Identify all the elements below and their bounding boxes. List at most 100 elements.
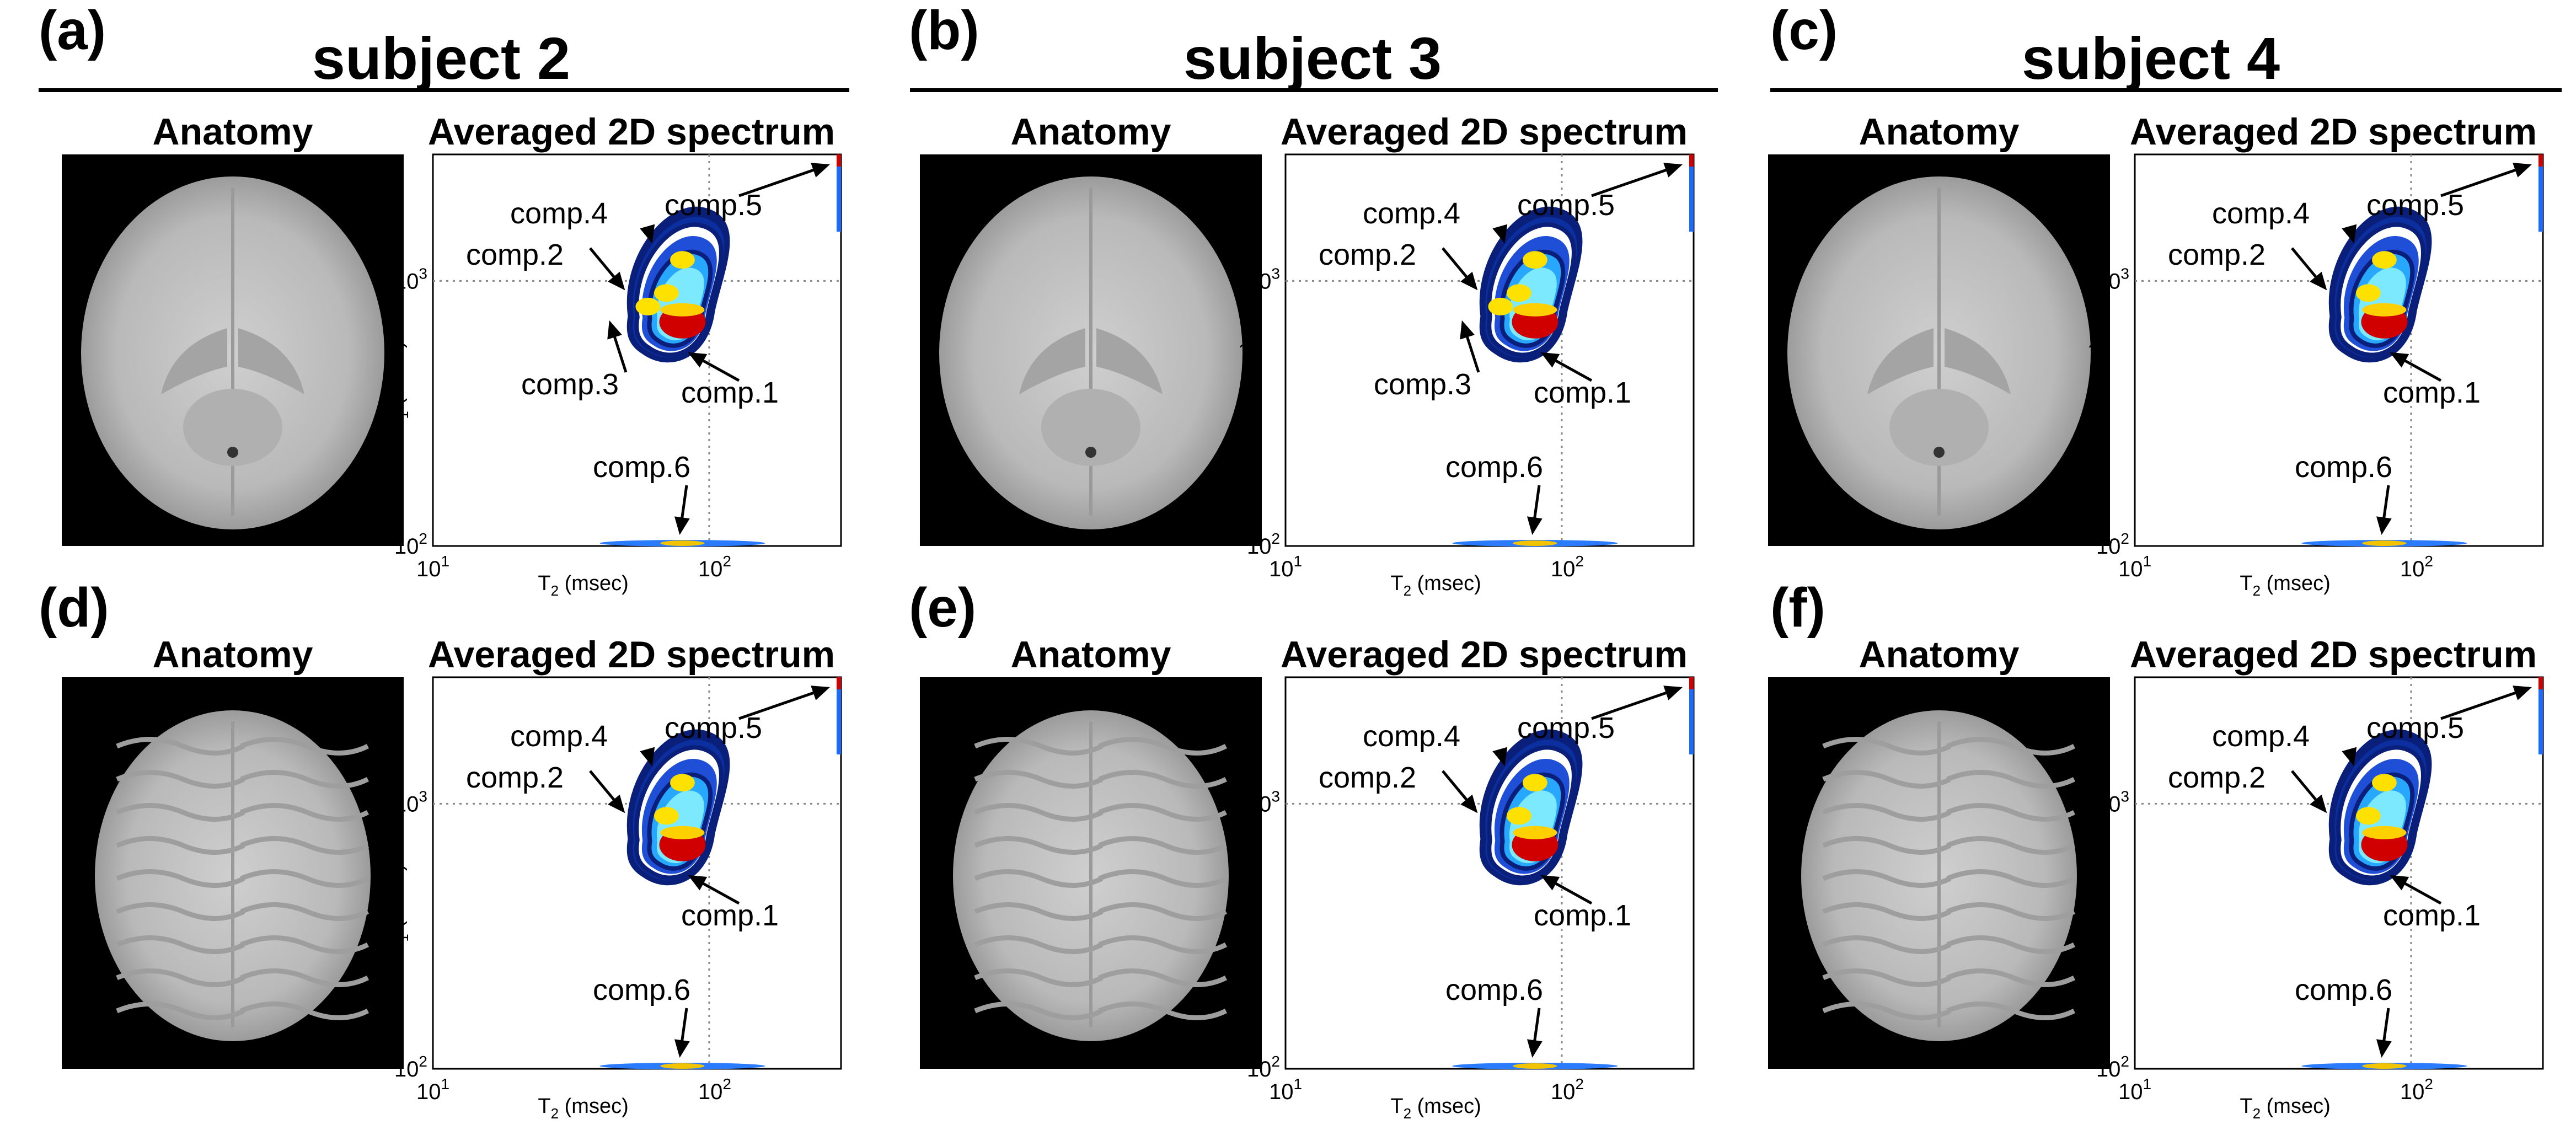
peak-comp4 <box>670 251 695 269</box>
y-tick-100: 102 <box>394 1053 427 1081</box>
spectrum-header: Averaged 2D spectrum <box>2121 636 2546 673</box>
label-comp4: comp.4 <box>2212 720 2310 753</box>
y-tick-100: 102 <box>1247 530 1280 559</box>
label-comp6: comp.6 <box>2295 973 2392 1006</box>
x-tick-100: 102 <box>1551 553 1584 581</box>
peak-comp6-core <box>660 540 704 546</box>
peak-comp5-core <box>1689 154 1694 167</box>
anatomy-header: Anatomy <box>62 636 404 673</box>
label-comp2: comp.2 <box>2168 238 2266 271</box>
label-comp1: comp.1 <box>1534 376 1631 409</box>
peak-comp4 <box>2372 251 2397 269</box>
panel-letter: (b) <box>909 3 979 58</box>
peak-comp2 <box>654 284 679 302</box>
label-comp4: comp.4 <box>1363 197 1460 230</box>
peak-comp4 <box>1523 774 1547 791</box>
label-comp1: comp.1 <box>2383 899 2481 932</box>
x-tick-10: 101 <box>2118 553 2151 581</box>
subject-divider <box>910 88 1718 92</box>
peak-comp4 <box>1523 251 1547 269</box>
subject-divider <box>1770 88 2562 92</box>
plot-frame <box>2135 677 2543 1069</box>
label-comp4: comp.4 <box>510 720 608 753</box>
label-comp6: comp.6 <box>2295 451 2392 484</box>
peak-halo <box>660 826 704 839</box>
peak-comp6-core <box>1513 540 1557 546</box>
x-tick-100: 102 <box>1551 1075 1584 1104</box>
anatomy-header: Anatomy <box>1768 113 2110 151</box>
peak-comp2 <box>1507 807 1531 824</box>
peak-comp6-core <box>2362 540 2406 546</box>
x-tick-10: 101 <box>1269 553 1302 581</box>
spectrum-header: Averaged 2D spectrum <box>1272 113 1696 151</box>
panel-letter: (e) <box>909 580 976 635</box>
label-comp6: comp.6 <box>1445 451 1543 484</box>
plot-frame <box>433 677 841 1069</box>
spectrum-header: Averaged 2D spectrum <box>419 636 844 673</box>
x-tick-10: 101 <box>1269 1075 1302 1104</box>
plot-frame <box>1286 677 1694 1069</box>
label-comp1: comp.1 <box>2383 376 2481 409</box>
peak-comp4 <box>670 774 695 791</box>
label-comp4: comp.4 <box>1363 720 1460 753</box>
y-axis-label: T1 (msec) <box>2086 341 2113 431</box>
label-comp3: comp.3 <box>521 368 619 401</box>
y-tick-100: 102 <box>1247 1053 1280 1081</box>
y-tick-100: 102 <box>394 530 427 559</box>
y-axis-label: T1 (msec) <box>384 341 411 431</box>
anatomy-header: Anatomy <box>62 113 404 151</box>
x-axis-label: T2 (msec) <box>2240 1095 2330 1122</box>
x-tick-10: 101 <box>416 553 449 581</box>
label-comp4: comp.4 <box>2212 197 2310 230</box>
x-axis-label: T2 (msec) <box>538 1095 628 1122</box>
x-axis-label: T2 (msec) <box>1390 572 1481 599</box>
panel-letter: (a) <box>39 3 106 58</box>
peak-comp5-core <box>837 154 841 167</box>
x-tick-100: 102 <box>2400 1075 2433 1104</box>
label-comp2: comp.2 <box>1319 761 1416 794</box>
anatomy-header: Anatomy <box>920 636 1262 673</box>
x-tick-10: 101 <box>2118 1075 2151 1104</box>
x-tick-100: 102 <box>2400 553 2433 581</box>
aqueduct <box>227 447 238 458</box>
anatomy-header: Anatomy <box>1768 636 2110 673</box>
y-tick-100: 102 <box>2096 530 2129 559</box>
peak-comp6-core <box>660 1063 704 1069</box>
peak-comp4 <box>2372 774 2397 791</box>
x-tick-100: 102 <box>698 553 731 581</box>
y-tick-1000: 103 <box>394 265 427 293</box>
y-axis-label: T1 (msec) <box>384 864 411 954</box>
y-axis-label: T1 (msec) <box>1237 341 1264 431</box>
label-comp2: comp.2 <box>466 761 564 794</box>
label-comp1: comp.1 <box>681 376 779 409</box>
x-tick-10: 101 <box>416 1075 449 1104</box>
peak-comp2 <box>2356 284 2381 302</box>
peak-comp6-core <box>1513 1063 1557 1069</box>
peak-halo <box>2362 826 2406 839</box>
y-axis-label: T1 (msec) <box>2086 864 2113 954</box>
x-axis-label: T2 (msec) <box>538 572 628 599</box>
peak-comp2 <box>2356 807 2381 824</box>
y-tick-1000: 103 <box>1247 788 1280 816</box>
plot-frame <box>2135 154 2543 546</box>
y-tick-1000: 103 <box>1247 265 1280 293</box>
label-comp1: comp.1 <box>1534 899 1631 932</box>
peak-comp5-core <box>837 677 841 689</box>
y-tick-1000: 103 <box>2096 788 2129 816</box>
peak-comp6-core <box>2362 1063 2406 1069</box>
panel-letter: (c) <box>1770 3 1838 58</box>
y-tick-1000: 103 <box>2096 265 2129 293</box>
plot-frame <box>433 154 841 546</box>
aqueduct <box>1085 447 1096 458</box>
label-comp1: comp.1 <box>681 899 779 932</box>
label-comp4: comp.4 <box>510 197 608 230</box>
panel-letter: (f) <box>1770 580 1825 635</box>
label-comp6: comp.6 <box>593 973 690 1006</box>
peak-halo <box>660 303 704 317</box>
peak-halo <box>1513 303 1557 317</box>
anatomy-header: Anatomy <box>920 113 1262 151</box>
